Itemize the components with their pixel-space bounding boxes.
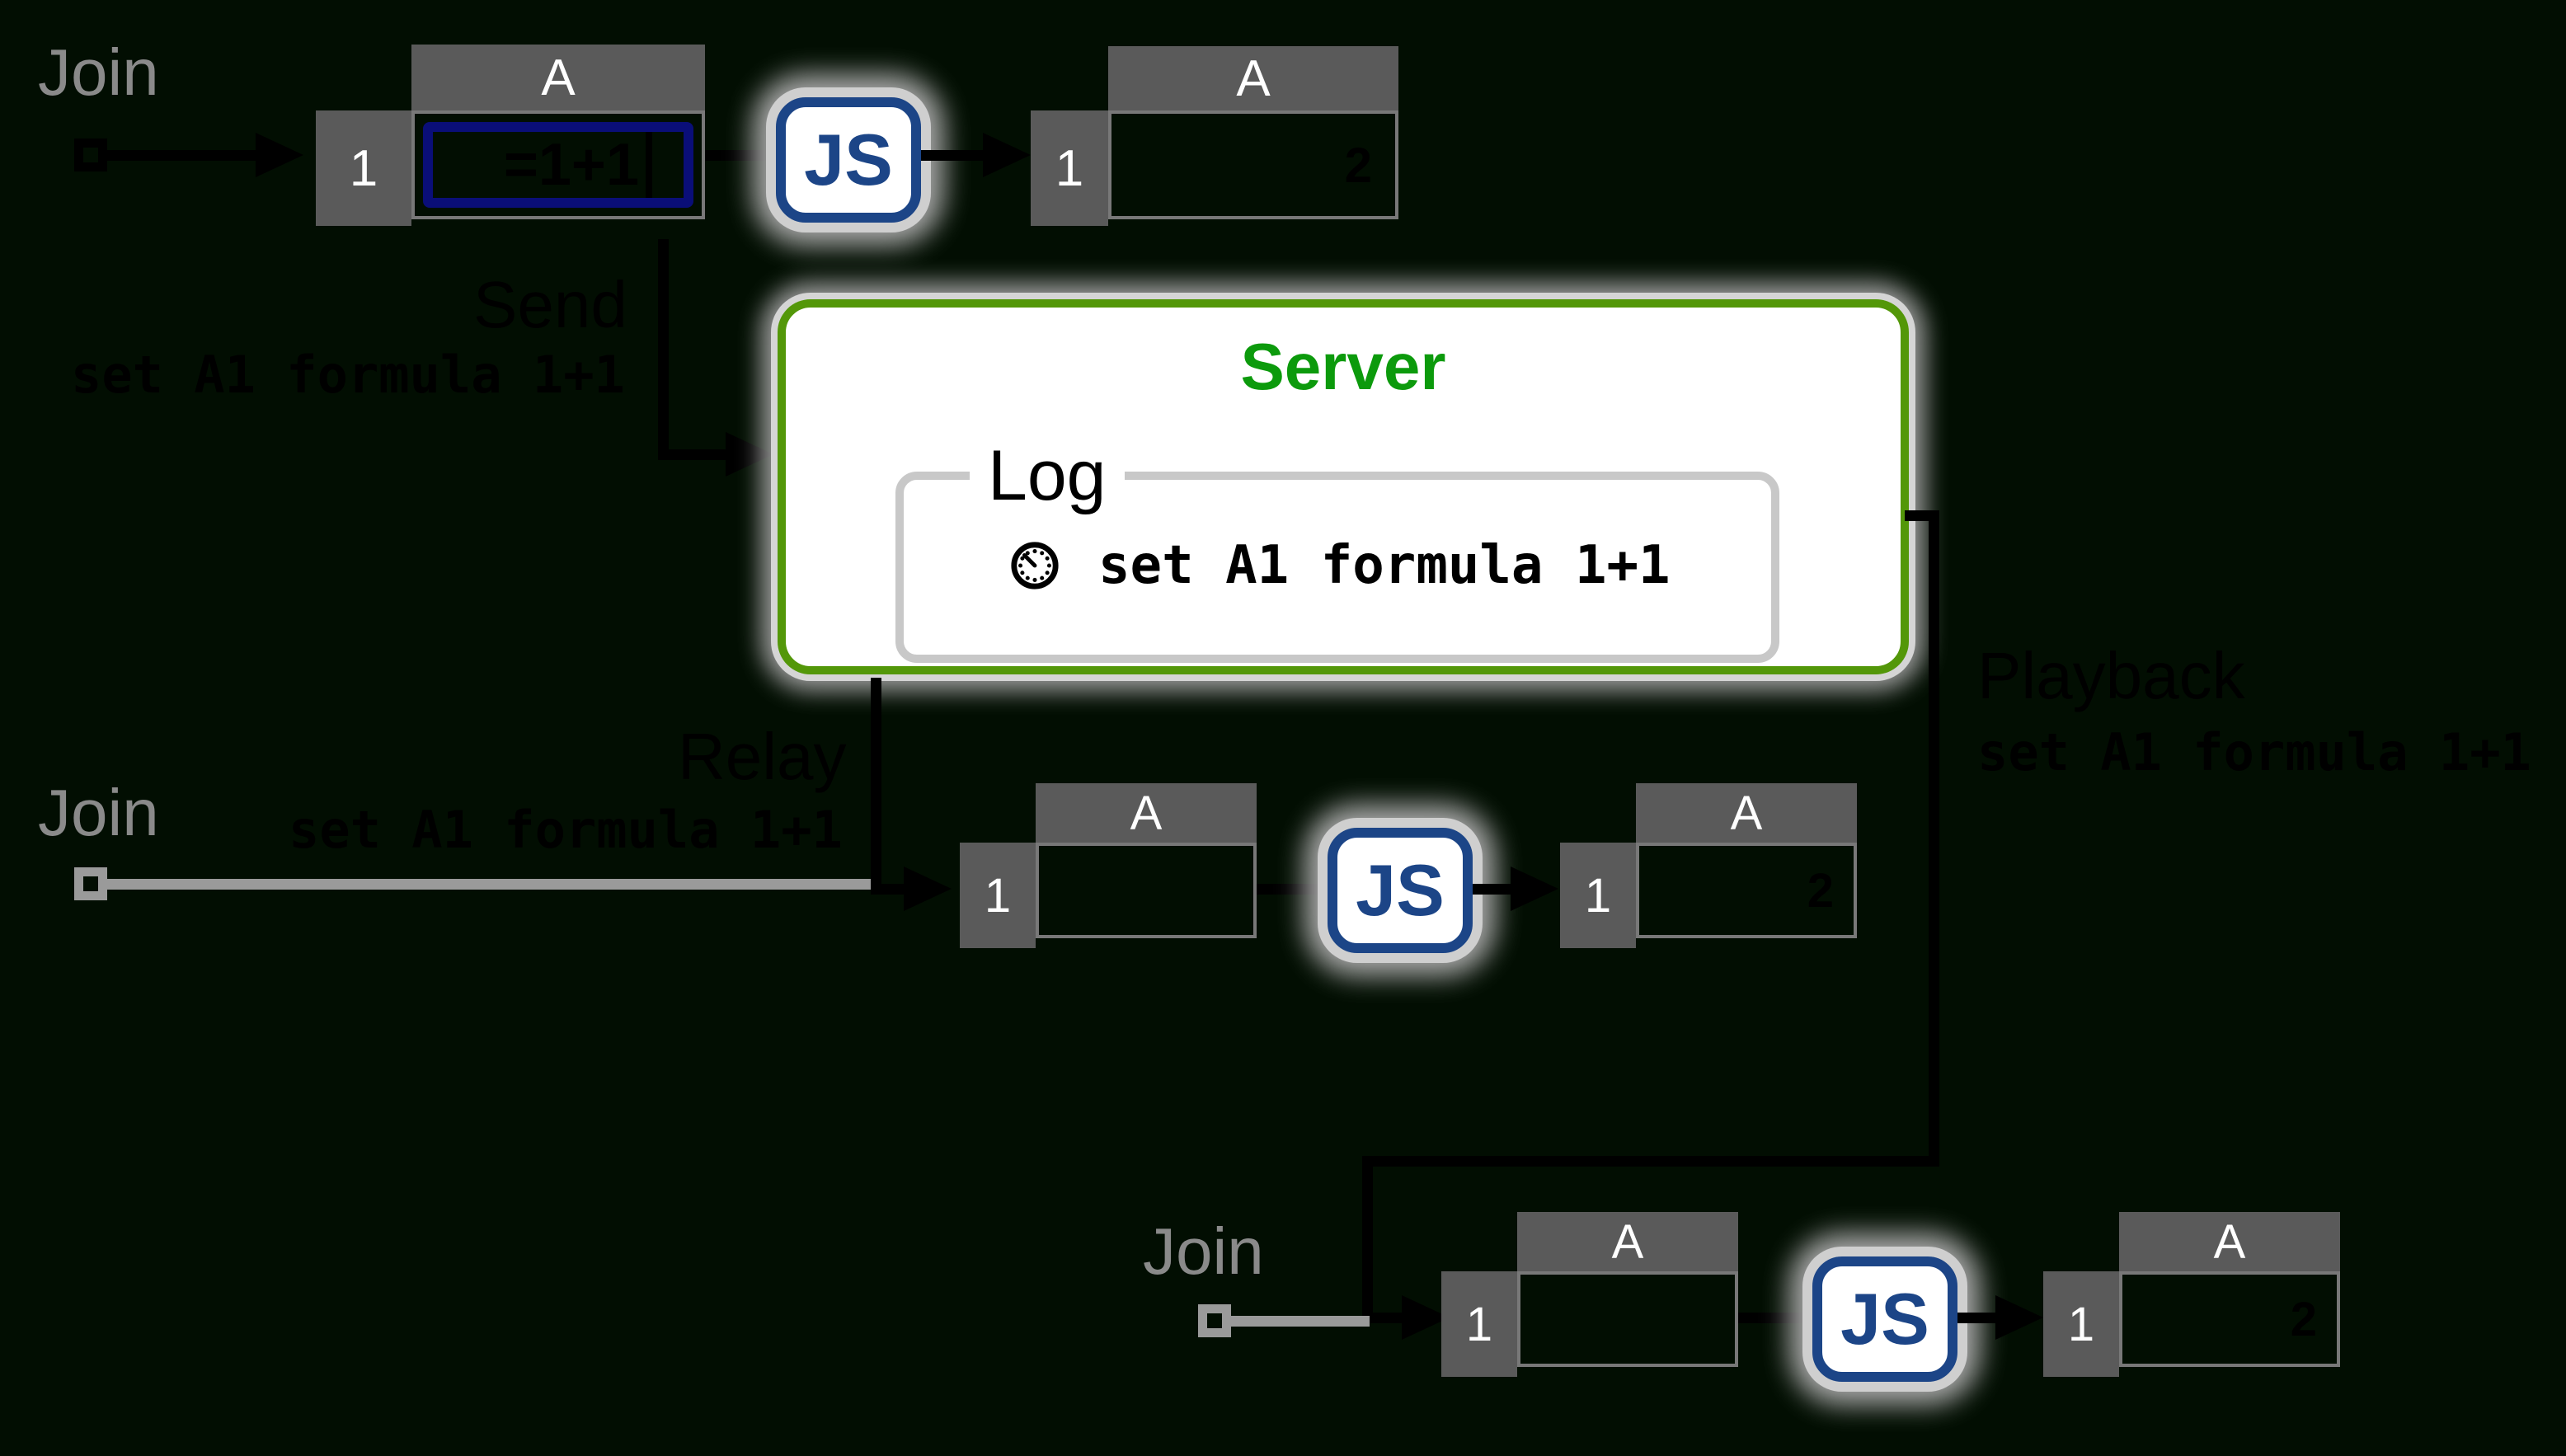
join-marker-bottom (1198, 1304, 1231, 1337)
join-marker-middle (74, 867, 107, 900)
log-entry: set A1 formula 1+1 (1009, 539, 1671, 592)
relay-command-text: set A1 formula 1+1 (289, 800, 843, 860)
log-legend: Log (970, 440, 1125, 511)
relay-arrowhead (904, 867, 952, 911)
formula-text: =1+1 (503, 132, 639, 198)
js-label: JS (1356, 849, 1445, 931)
empty-cell (1517, 1271, 1738, 1367)
join-line-bottom (1229, 1316, 1370, 1327)
result-cell: 2 (2119, 1271, 2340, 1367)
playback-path-vertical-left (1362, 1156, 1373, 1323)
js-module-top: JS (776, 97, 921, 223)
result-cell: 2 (1636, 843, 1857, 938)
arrowhead-js-to-sheet-bottom (1995, 1295, 2043, 1340)
join-label-top: Join (38, 35, 159, 109)
relay-label: Relay (678, 720, 847, 793)
result-cell: 2 (1108, 110, 1398, 219)
join-arrowhead-top (256, 133, 303, 177)
column-header: A (1636, 783, 1857, 843)
result-value: 2 (2290, 1292, 2317, 1346)
playback-label: Playback (1977, 639, 2245, 712)
arrow-js-to-sheet-middle (1473, 884, 1512, 895)
join-label-middle: Join (38, 776, 159, 849)
row-header: 1 (1560, 843, 1636, 948)
join-marker-top (74, 139, 107, 171)
clock-icon (1011, 542, 1059, 589)
column-header: A (1036, 783, 1257, 843)
column-header: A (411, 45, 705, 110)
row-header: 1 (316, 110, 411, 226)
result-value: 2 (1807, 863, 1834, 918)
send-arrowhead (726, 432, 773, 477)
empty-cell (1036, 843, 1257, 938)
arrow-sheet-to-js-bottom (1738, 1313, 1814, 1323)
row-header: 1 (2043, 1271, 2119, 1377)
join-line-top (106, 150, 258, 161)
js-module-bottom: JS (1812, 1256, 1957, 1382)
send-label: Send (473, 268, 627, 341)
arrow-js-to-sheet-top (921, 150, 985, 161)
arrowhead-js-to-sheet-middle (1511, 867, 1558, 911)
server-box: Server Log set A1 formu (778, 299, 1909, 674)
formula-cell[interactable]: =1+1 (411, 110, 705, 219)
js-module-middle: JS (1328, 828, 1473, 953)
playback-path-horizontal (1362, 1156, 1939, 1167)
js-label: JS (1840, 1278, 1929, 1360)
column-header: A (1108, 46, 1398, 110)
relay-path-horizontal (871, 884, 907, 895)
playback-join-horizontal (1362, 1313, 1405, 1323)
row-header: 1 (1441, 1271, 1517, 1377)
server-title: Server (1240, 330, 1446, 403)
result-value: 2 (1344, 137, 1372, 193)
arrow-js-to-sheet-bottom (1957, 1313, 1997, 1323)
relay-path-vertical (871, 678, 881, 895)
column-header: A (1517, 1212, 1738, 1271)
column-header: A (2119, 1212, 2340, 1271)
row-header: 1 (1031, 110, 1108, 226)
send-path-vertical (658, 239, 669, 460)
row-header: 1 (960, 843, 1036, 948)
send-path-horizontal (658, 449, 727, 460)
join-label-bottom: Join (1143, 1214, 1264, 1288)
log-box: Log set A1 formula 1+1 (895, 440, 1779, 663)
log-entry-text: set A1 formula 1+1 (1098, 535, 1671, 596)
playback-path-vertical-right (1929, 510, 1939, 1167)
text-cursor (646, 132, 652, 198)
arrow-sheet-to-js-middle (1257, 884, 1329, 895)
arrowhead-js-to-sheet-top (983, 133, 1031, 177)
arrow-sheet-to-js-top (705, 150, 781, 161)
js-label: JS (804, 119, 893, 200)
join-line-middle (106, 879, 871, 890)
cell-edit-highlight: =1+1 (423, 122, 693, 208)
send-command-text: set A1 formula 1+1 (71, 345, 625, 405)
playback-command-text: set A1 formula 1+1 (1977, 722, 2531, 782)
